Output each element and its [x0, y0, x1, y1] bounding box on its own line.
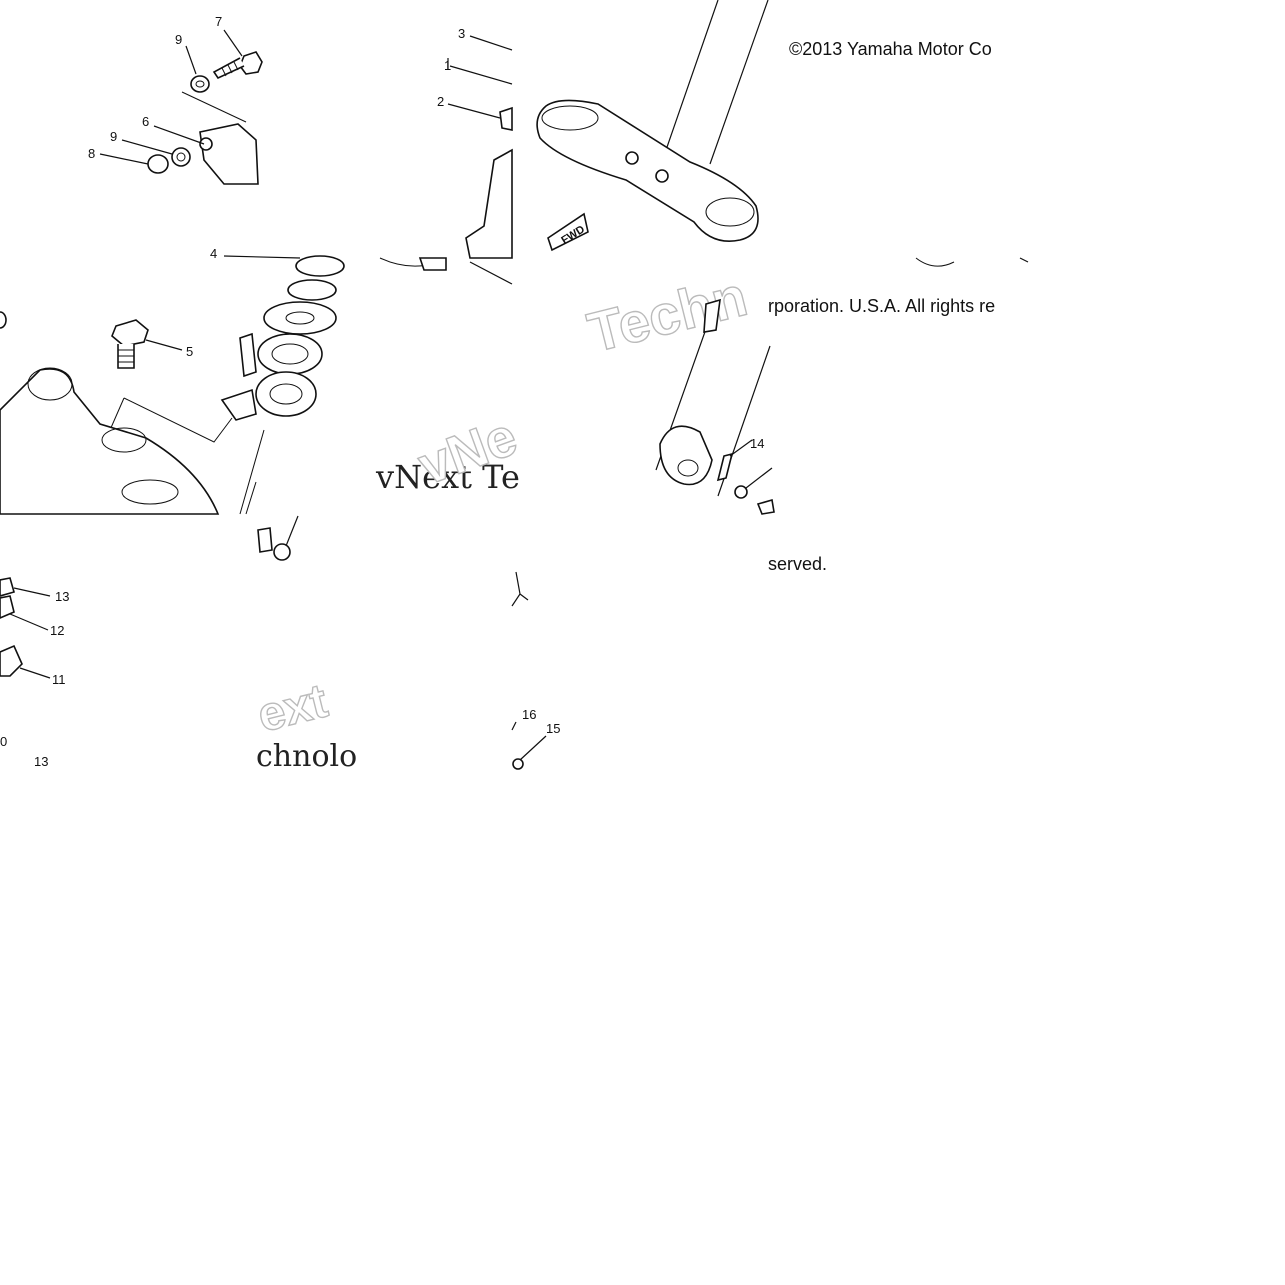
fwd-tag: FWD: [547, 212, 589, 252]
callout-2: 2: [437, 94, 444, 109]
tile-top-left: [99, 29, 263, 185]
pinch-bolt-part: [111, 319, 149, 369]
stem-part: [465, 148, 513, 259]
callout-4: 4: [210, 246, 217, 261]
copyright-line-2: rporation. U.S.A. All rights re: [768, 296, 995, 316]
clamp-part: [199, 123, 259, 185]
callout-13-top: 13: [55, 589, 69, 604]
callout-3: 3: [458, 26, 465, 41]
copyright-line-1: ©2013 Yamaha Motor Co: [789, 39, 992, 59]
callout-7: 7: [215, 14, 222, 29]
watermark-techn: Techn: [582, 264, 753, 364]
callout-12: 12: [50, 623, 64, 638]
callout-15: 15: [546, 721, 560, 736]
nut-part: [190, 75, 210, 93]
tile-top-right: FWD ©2013 Yamaha Motor Co: [536, 0, 1029, 267]
watermark-ext: ext: [252, 674, 332, 742]
tile-middle-center: vNext Te vNe: [375, 406, 525, 498]
callout-13-bottom: 13: [34, 754, 48, 769]
upper-bracket-part: [536, 99, 759, 242]
callout-16: 16: [522, 707, 536, 722]
callout-9-top: 9: [175, 32, 182, 47]
callout-14: 14: [750, 436, 764, 451]
watermark-vnext-te: vNext Te: [375, 458, 520, 496]
under-bracket-part: [0, 368, 220, 515]
callout-6: 6: [142, 114, 149, 129]
cap-nut-part: [147, 154, 169, 174]
callout-labels: 7 9 6 9 8 3 1 2 4 5 14 13 12 11 0 13 16 …: [0, 14, 764, 769]
tile-top-middle: [379, 35, 513, 285]
bearing-cover-part: [263, 301, 337, 335]
callout-10: 0: [0, 734, 7, 749]
tile-middle-left: [0, 255, 345, 515]
fork-bottom-part: [659, 425, 713, 486]
tile-bottom-center: [511, 571, 547, 770]
callout-5: 5: [186, 344, 193, 359]
watermark-chnolo: chnolo: [256, 739, 357, 774]
callout-1: 1: [444, 58, 451, 73]
copyright-line-3: served.: [768, 554, 827, 574]
bolt-part: [212, 51, 263, 80]
bearing-part: [257, 333, 323, 375]
tile-bottom-left: ext chnolo: [0, 515, 357, 774]
ring-nut-part: [295, 255, 345, 277]
callout-11: 11: [52, 672, 66, 687]
tile-middle-right: Techn rporation. U.S.A. All rights re se…: [581, 263, 995, 574]
spacer-part: [0, 644, 23, 677]
callout-8: 8: [88, 146, 95, 161]
callout-9-lower: 9: [110, 129, 117, 144]
